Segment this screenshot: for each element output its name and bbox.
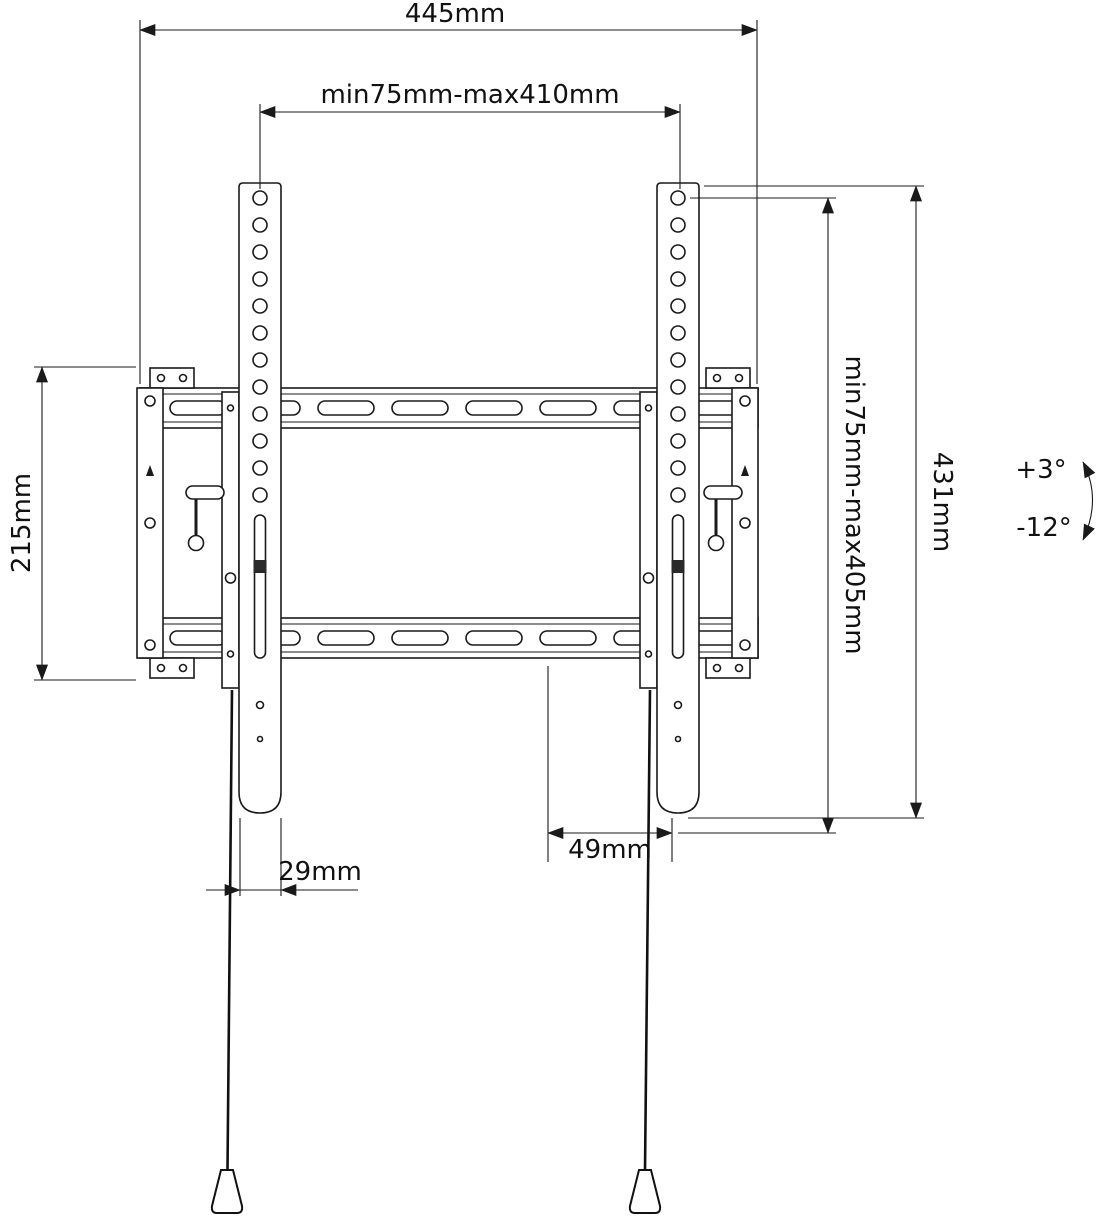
dim-bracket-height: 431mm bbox=[688, 185, 957, 819]
dim-arm-width: 29mm bbox=[206, 818, 362, 896]
dim-horizontal-hole-range-label: min75mm-max410mm bbox=[320, 80, 619, 110]
right-tension-lever bbox=[703, 485, 743, 552]
dim-plate-height-label: 215mm bbox=[7, 473, 37, 573]
tv-bracket-arms bbox=[238, 182, 700, 814]
dim-horizontal-hole-range: min75mm-max410mm bbox=[259, 80, 681, 189]
dim-vertical-hole-range: min75mm-max405mm bbox=[678, 197, 869, 834]
dim-vertical-hole-range-label: min75mm-max405mm bbox=[839, 355, 869, 654]
dim-bracket-height-label: 431mm bbox=[927, 452, 957, 552]
dim-plate-height: 215mm bbox=[7, 366, 136, 681]
dim-arm-width-label: 29mm bbox=[278, 857, 362, 887]
right-end-cap bbox=[731, 387, 759, 659]
tilt-angle-annotation: +3° -12° bbox=[1015, 455, 1096, 543]
right-pull-string bbox=[643, 689, 652, 1171]
left-pull-handle bbox=[210, 1169, 244, 1214]
tilt-down-label: -12° bbox=[1016, 513, 1071, 543]
dim-total-width: 445mm bbox=[139, 0, 758, 384]
tilt-mechanism bbox=[185, 391, 743, 689]
dimension-annotations: 445mm min75mm-max410mm 215mm 431mm min75… bbox=[7, 0, 1096, 896]
left-pull-string bbox=[226, 689, 234, 1171]
dim-bottom-offset: 49mm bbox=[547, 666, 673, 865]
right-bracket-arm bbox=[656, 182, 700, 814]
left-inner-strip bbox=[221, 391, 240, 689]
dim-bottom-offset-label: 49mm bbox=[568, 835, 652, 865]
pull-strings bbox=[210, 689, 662, 1214]
right-pull-handle bbox=[628, 1169, 662, 1214]
left-tension-lever bbox=[185, 485, 225, 552]
dim-total-width-label: 445mm bbox=[405, 0, 505, 29]
right-inner-strip bbox=[639, 391, 658, 689]
left-bracket-arm bbox=[238, 182, 282, 814]
left-end-cap bbox=[136, 387, 164, 659]
tilt-arc bbox=[1082, 461, 1096, 541]
tilt-up-label: +3° bbox=[1015, 455, 1066, 485]
